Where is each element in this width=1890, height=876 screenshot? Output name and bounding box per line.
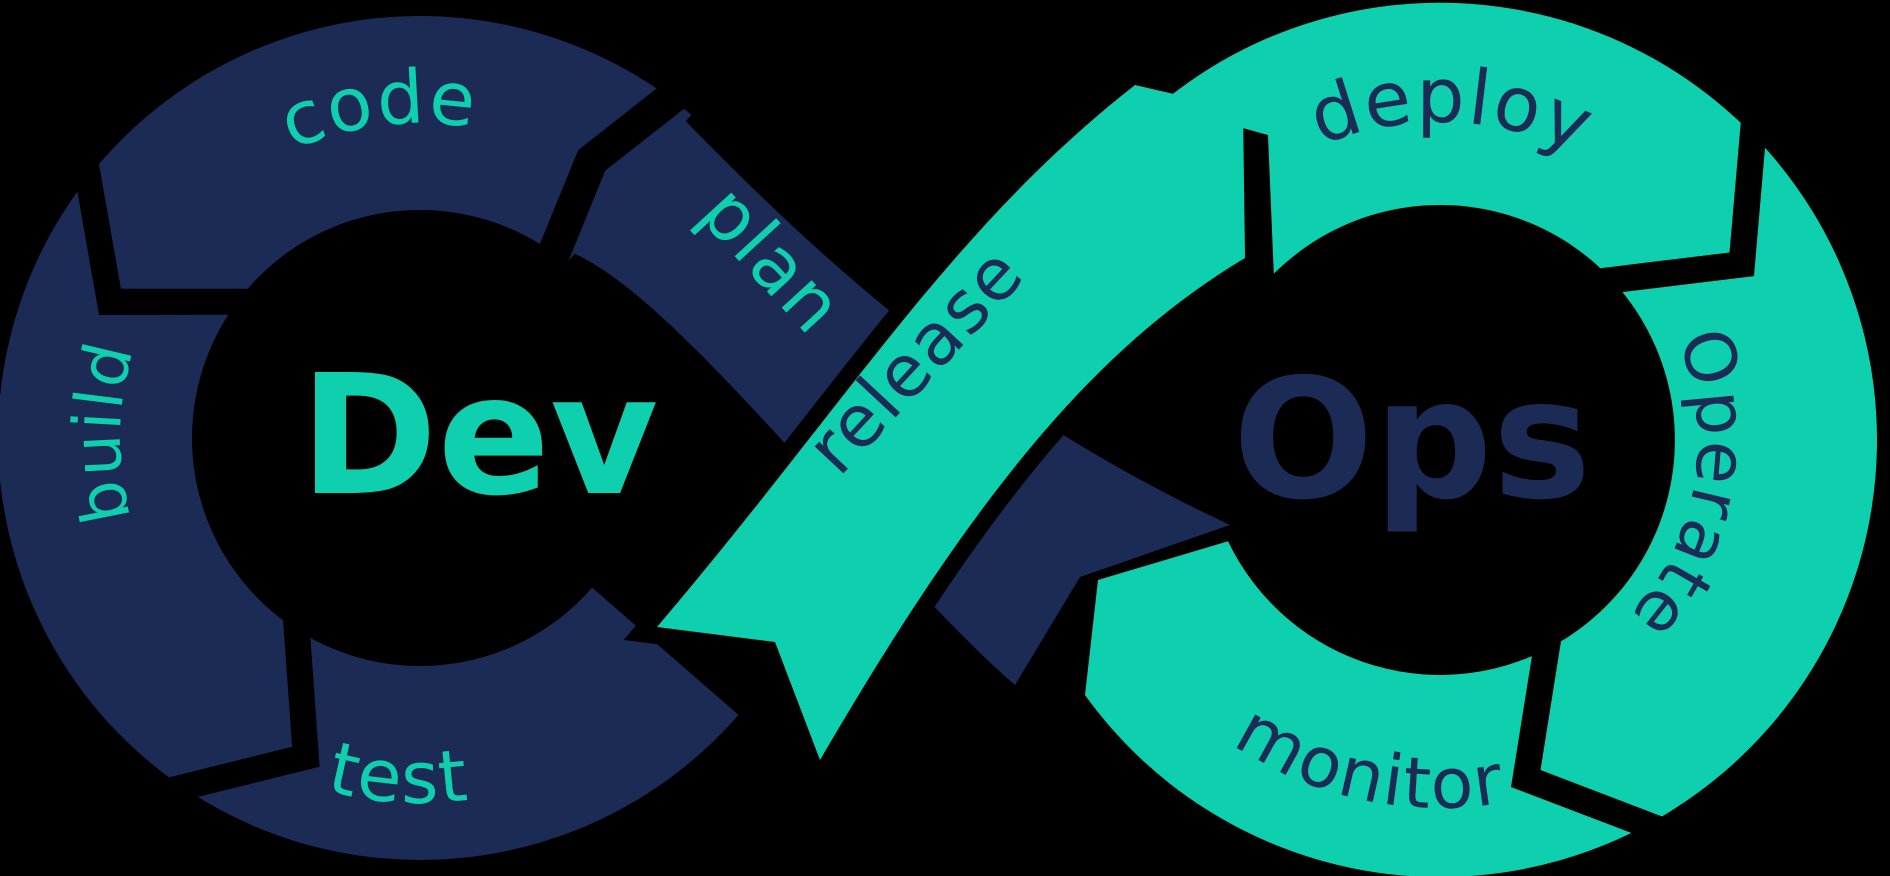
chevron-gap-build-test	[148, 599, 320, 803]
chevron-gap-deploy-operate	[1579, 102, 1767, 295]
label-test: test	[322, 725, 473, 820]
chevron-gap-plan-code	[534, 78, 698, 279]
dev-title: Dev	[300, 340, 659, 533]
ops-title: Ops	[1233, 344, 1592, 537]
segment-deploy	[1159, 2, 1840, 345]
segment-monitor	[1085, 541, 1672, 876]
chevron-gap-operate-monitor	[1511, 621, 1682, 841]
chevron-gap-code-build	[73, 143, 269, 315]
